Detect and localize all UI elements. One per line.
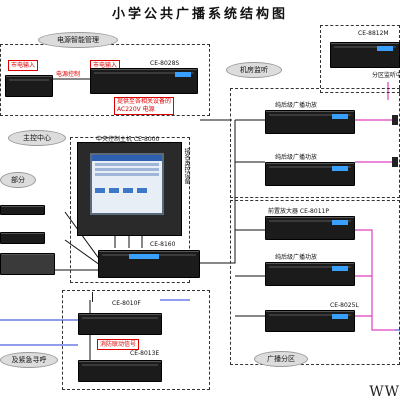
ce8013e-unit [78,360,162,382]
amp-unit-2 [265,162,355,186]
bubble-source: 部分 [0,172,36,188]
amp-unit-3 [265,262,355,286]
speaker-icon [392,115,398,125]
microphone-icon [92,292,93,302]
ce8028s-label: CE-8028S [150,60,180,67]
bubble-control-center: 主控中心 [8,130,66,146]
ce8010f-label: CE-8010F [112,300,141,307]
power-control-label: 电源控制 [56,71,81,78]
ce8160-unit [98,250,200,278]
backup-amp-unit [265,216,355,240]
ce8812m-unit [330,42,400,68]
main-host-label: 中央控制主机 CE-8000 [96,136,160,143]
bubble-emergency: 及紧急寻呼 [0,352,58,368]
central-control-host [77,142,182,236]
ce8025l-label: CE-8025L [330,302,359,309]
amp-unit-1 [265,110,355,134]
ce8025l-unit [265,310,355,332]
speaker-icon [392,157,398,167]
power-sequencer-unit [5,75,53,97]
power-input-label-1: 市电输入 [8,60,39,71]
ce8028s-unit [90,68,198,94]
power-note-label: 提供至各相关设备的 AC220V 电源 [114,97,175,115]
watermark: WW [369,384,400,400]
ce8013e-label: CE-8013E [130,350,160,357]
source-device-1 [0,205,45,215]
control-center-group [70,137,190,283]
page-title: 小学公共广播系统结构图 [111,7,288,22]
connect-devices-label: 接各类控设备 [183,148,190,184]
amp-3-label: 纯后级广播功放 [275,254,318,261]
source-device-2 [0,232,45,244]
bubble-room-monitor: 机房监听 [226,62,282,78]
bubble-power-management: 电源智能管理 [38,32,118,48]
ce8010f-unit [78,313,162,335]
ce8812m-label: CE-8812M [358,30,389,37]
bubble-zone: 广播分区 [254,351,308,367]
backup-amp-label: 前置放大器 CE-8011P [268,208,329,215]
source-device-3 [0,253,55,275]
fire-signal-label: 消防联动信号 [97,339,140,350]
amp-1-label: 纯后级广播功放 [275,102,318,109]
control-screen [90,153,164,215]
ce8160-label: CE-8160 [150,241,176,248]
zone-monitor-label: 分区监听中 [372,72,400,79]
emergency-group [62,290,210,390]
amp-2-label: 纯后级广播功放 [275,154,318,161]
